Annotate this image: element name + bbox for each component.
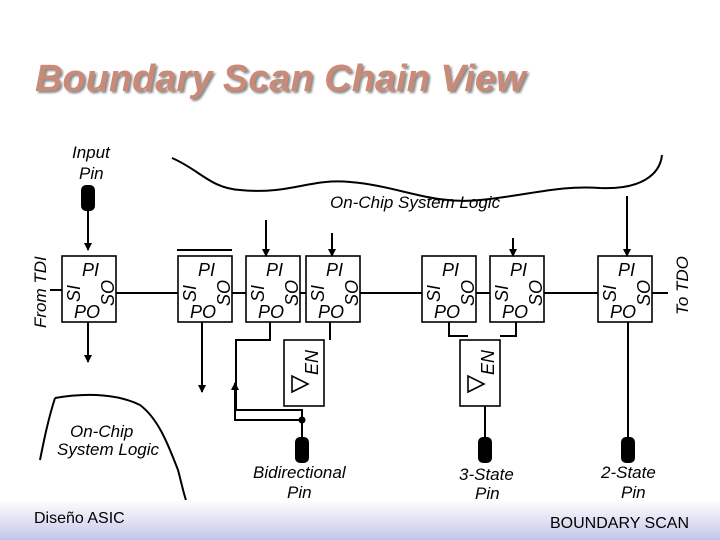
slide-title: Boundary Scan Chain View <box>35 58 526 100</box>
to-tdo-label: To TDO <box>673 256 692 315</box>
input-pin-icon <box>81 185 95 211</box>
footer-left-text: Diseño ASIC <box>34 510 125 527</box>
system-logic-bottom-boundary <box>54 393 187 500</box>
system-logic-bottom-label-1: On-Chip <box>70 422 133 441</box>
three-state-enable-label: EN <box>478 349 498 375</box>
cell-so-label: SO <box>342 280 362 306</box>
cell-si-label: SI <box>424 285 444 302</box>
two-state-pin-label-1: 2-State <box>600 463 656 482</box>
bidir-pin-icon <box>295 437 309 463</box>
system-logic-top-boundary <box>171 154 663 202</box>
cell-so-label: SO <box>214 280 234 306</box>
cell-so-label: SO <box>282 280 302 306</box>
cell-si-label: SI <box>308 285 328 302</box>
boundary-scan-diagram: On-Chip System Logic Input Pin From TDI … <box>31 143 692 500</box>
bidir-enable-label: EN <box>302 349 322 375</box>
cell-po-label: PO <box>258 302 284 322</box>
cell-pi-label: PI <box>266 260 283 280</box>
cell-po-label: PO <box>318 302 344 322</box>
cell-so-label: SO <box>634 280 654 306</box>
cell-pi-label: PI <box>82 260 99 280</box>
cell-si-label: SI <box>600 285 620 302</box>
from-tdi-label: From TDI <box>31 256 50 328</box>
input-pin-label-1: Input <box>72 143 111 162</box>
logic-to-cell-wires <box>177 196 631 257</box>
cell-pi-label: PI <box>510 260 527 280</box>
cell-po-label: PO <box>502 302 528 322</box>
footer-right-text: BOUNDARY SCAN <box>550 515 689 532</box>
cell-pi-label: PI <box>198 260 215 280</box>
cell-pi-label: PI <box>618 260 635 280</box>
cell-so-label: SO <box>98 280 118 306</box>
three-state-triangle-icon <box>467 374 486 394</box>
two-state-pin-icon <box>621 437 635 463</box>
three-state-pin-label-2: Pin <box>475 484 500 500</box>
scan-chain-links <box>50 289 668 294</box>
bidir-data-wire <box>235 322 303 440</box>
three-state-enable-wire <box>500 322 517 337</box>
cell-so-label: SO <box>458 280 478 306</box>
footer-band <box>0 500 720 540</box>
bidir-pin-label-2: Pin <box>287 483 312 500</box>
cell-si-label: SI <box>248 285 268 302</box>
bidir-tristate-buffer <box>283 339 325 407</box>
three-state-data-wire <box>448 322 468 337</box>
bidir-pin-label-1: Bidirectional <box>253 463 347 482</box>
system-logic-top-label: On-Chip System Logic <box>330 193 501 212</box>
input-pin-label-2: Pin <box>79 164 104 183</box>
system-logic-bottom-edge <box>39 397 56 461</box>
three-state-pin-label-1: 3-State <box>459 465 514 484</box>
cell-si-label: SI <box>64 285 84 302</box>
bidir-junction <box>298 416 306 424</box>
three-state-buffer <box>459 339 501 407</box>
three-state-pin-icon <box>478 437 492 463</box>
cell-pi-label: PI <box>326 260 343 280</box>
cell-po-label: PO <box>434 302 460 322</box>
cell-po-label: PO <box>74 302 100 322</box>
cell-pi-label: PI <box>442 260 459 280</box>
two-state-pin-label-2: Pin <box>621 483 646 500</box>
system-logic-bottom-label-2: System Logic <box>57 440 160 459</box>
bidir-buffer-triangle-icon <box>291 374 310 394</box>
cell-si-label: SI <box>180 285 200 302</box>
cell-po-label: PO <box>190 302 216 322</box>
cell-so-label: SO <box>526 280 546 306</box>
cell-si-label: SI <box>492 285 512 302</box>
cell-po-label: PO <box>610 302 636 322</box>
